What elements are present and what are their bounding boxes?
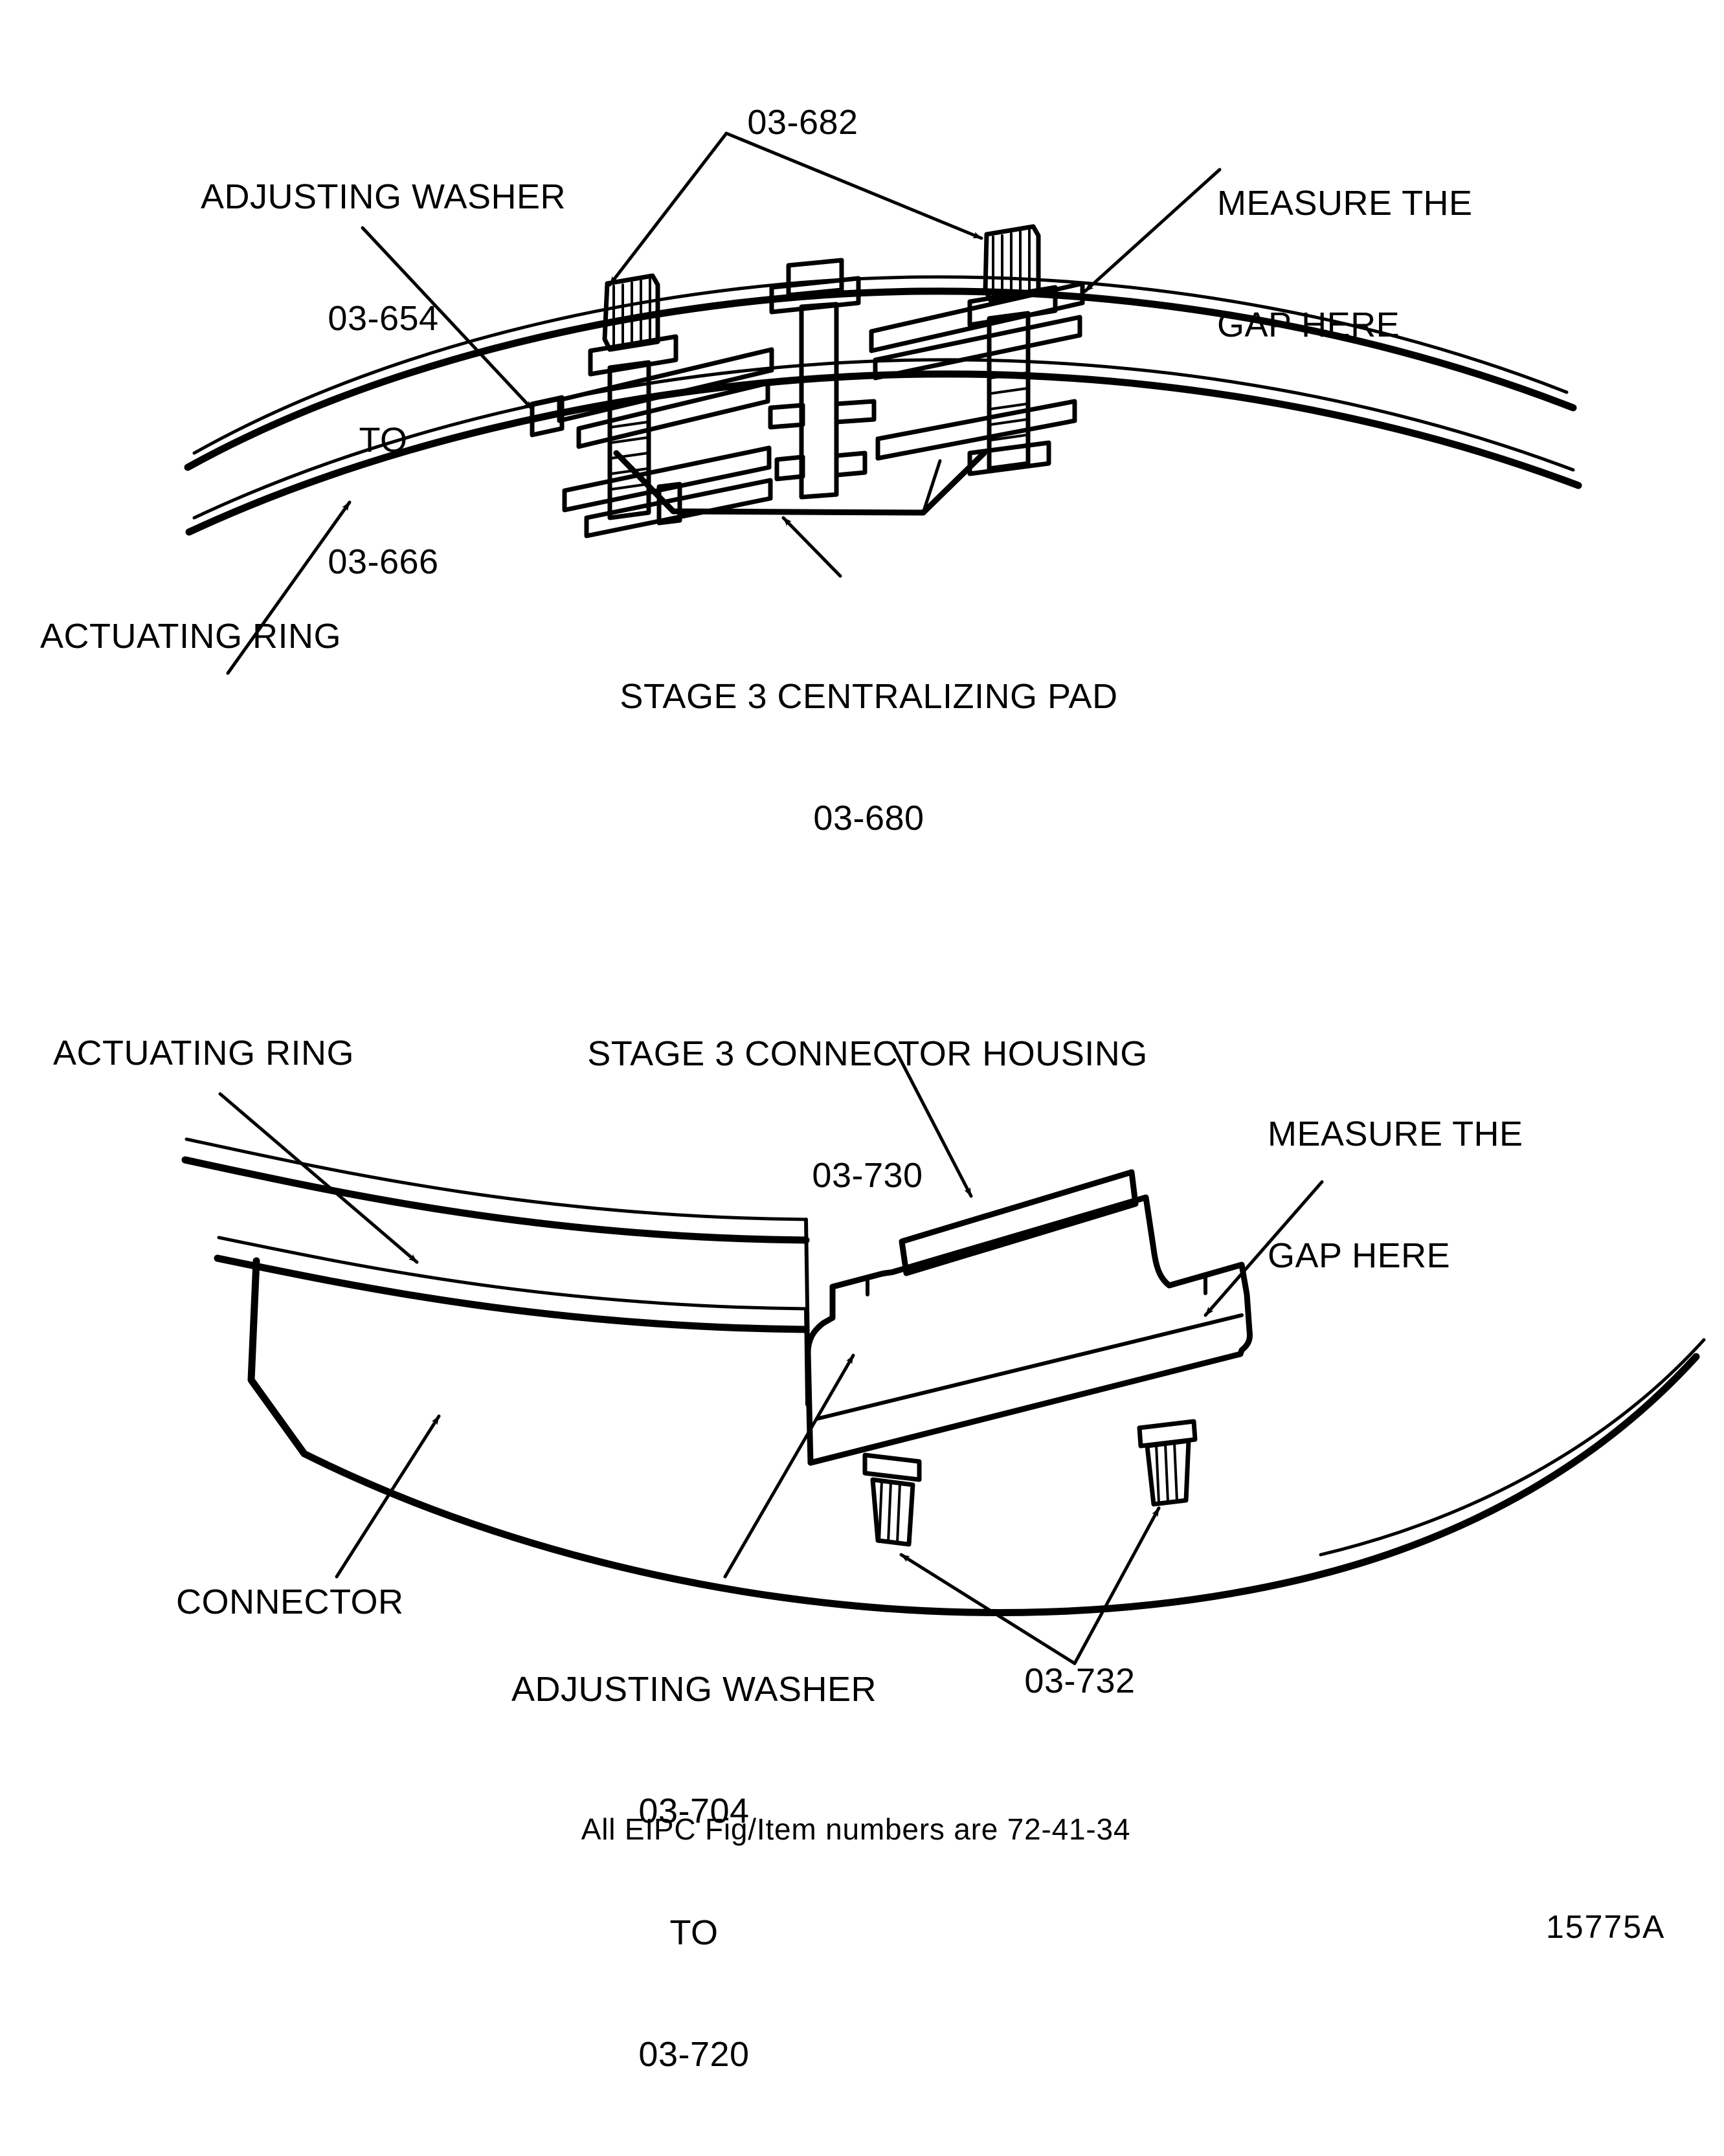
lower-bolt-left	[862, 1452, 922, 1547]
connector-body	[247, 1257, 1706, 1616]
lower-adjusting-washer-from: 03-704	[638, 1792, 750, 1831]
footnote: All EIPC Fig/Item numbers are 72-41-34	[581, 1812, 1131, 1846]
upper-centralizing-pad-label: STAGE 3 CENTRALIZING PAD 03-680	[620, 595, 1117, 920]
lower-leader-lines	[218, 1044, 1324, 1665]
upper-adjusting-washer-label: ADJUSTING WASHER 03-654 TO 03-666	[201, 96, 566, 663]
upper-adjusting-washer-to-word: TO	[359, 421, 408, 460]
lower-adjusting-washer-label: ADJUSTING WASHER 03-704 TO 03-720	[511, 1588, 877, 2156]
upper-measure-gap-line2: GAP HERE	[1217, 306, 1400, 345]
lower-adjusting-washer-to-word: TO	[669, 1913, 719, 1952]
centre-post-assembly	[768, 258, 877, 500]
upper-leader-lines	[226, 131, 1222, 675]
lower-measure-gap-label: MEASURE THE GAP HERE	[1268, 1033, 1523, 1357]
upper-measure-gap-label: MEASURE THE GAP HERE	[1217, 102, 1473, 427]
lower-bolt-item-label: 03-732	[1024, 1661, 1136, 1700]
upper-adjusting-washer-to: 03-666	[328, 542, 439, 581]
lower-actuating-ring-label: ACTUATING RING	[53, 1034, 354, 1072]
lower-adjusting-washer-title: ADJUSTING WASHER	[511, 1670, 877, 1709]
lower-connector-housing-label: STAGE 3 CONNECTOR HOUSING 03-730	[587, 953, 1148, 1277]
upper-actuating-ring-label: ACTUATING RING	[40, 617, 341, 656]
upper-centralizing-pad-title: STAGE 3 CENTRALIZING PAD	[620, 677, 1118, 717]
left-bolt-washer-stack	[530, 273, 774, 539]
upper-centralizing-pad-item: 03-680	[813, 799, 924, 838]
stage-3-centralizing-pad-shape	[613, 450, 987, 516]
drawing-number: 15775A	[1546, 1909, 1666, 1945]
lower-connector-housing-title: STAGE 3 CONNECTOR HOUSING	[587, 1034, 1148, 1074]
upper-bolt-item-label: 03-682	[747, 103, 858, 142]
upper-adjusting-washer-title: ADJUSTING WASHER	[200, 177, 566, 217]
lower-measure-gap-line1: MEASURE THE	[1268, 1115, 1523, 1154]
stage-3-connector-housing-shape	[804, 1169, 1253, 1466]
lower-actuating-ring-arcs	[181, 1137, 810, 1333]
lower-adjusting-washer-to: 03-720	[638, 2034, 750, 2074]
lower-connector-label: CONNECTOR	[176, 1583, 404, 1621]
lower-bolt-right	[1137, 1419, 1198, 1507]
lower-connector-housing-item: 03-730	[812, 1156, 923, 1195]
drawing-sheet: ADJUSTING WASHER 03-654 TO 03-666 03-682…	[40, 96, 1706, 2074]
technical-illustration	[181, 131, 1706, 1665]
upper-measure-gap-line1: MEASURE THE	[1217, 184, 1473, 223]
upper-actuating-ring-arcs	[184, 275, 1582, 536]
right-bolt-washer-stack	[869, 224, 1085, 476]
lower-measure-gap-line2: GAP HERE	[1268, 1236, 1451, 1276]
upper-adjusting-washer-from: 03-654	[328, 299, 439, 339]
